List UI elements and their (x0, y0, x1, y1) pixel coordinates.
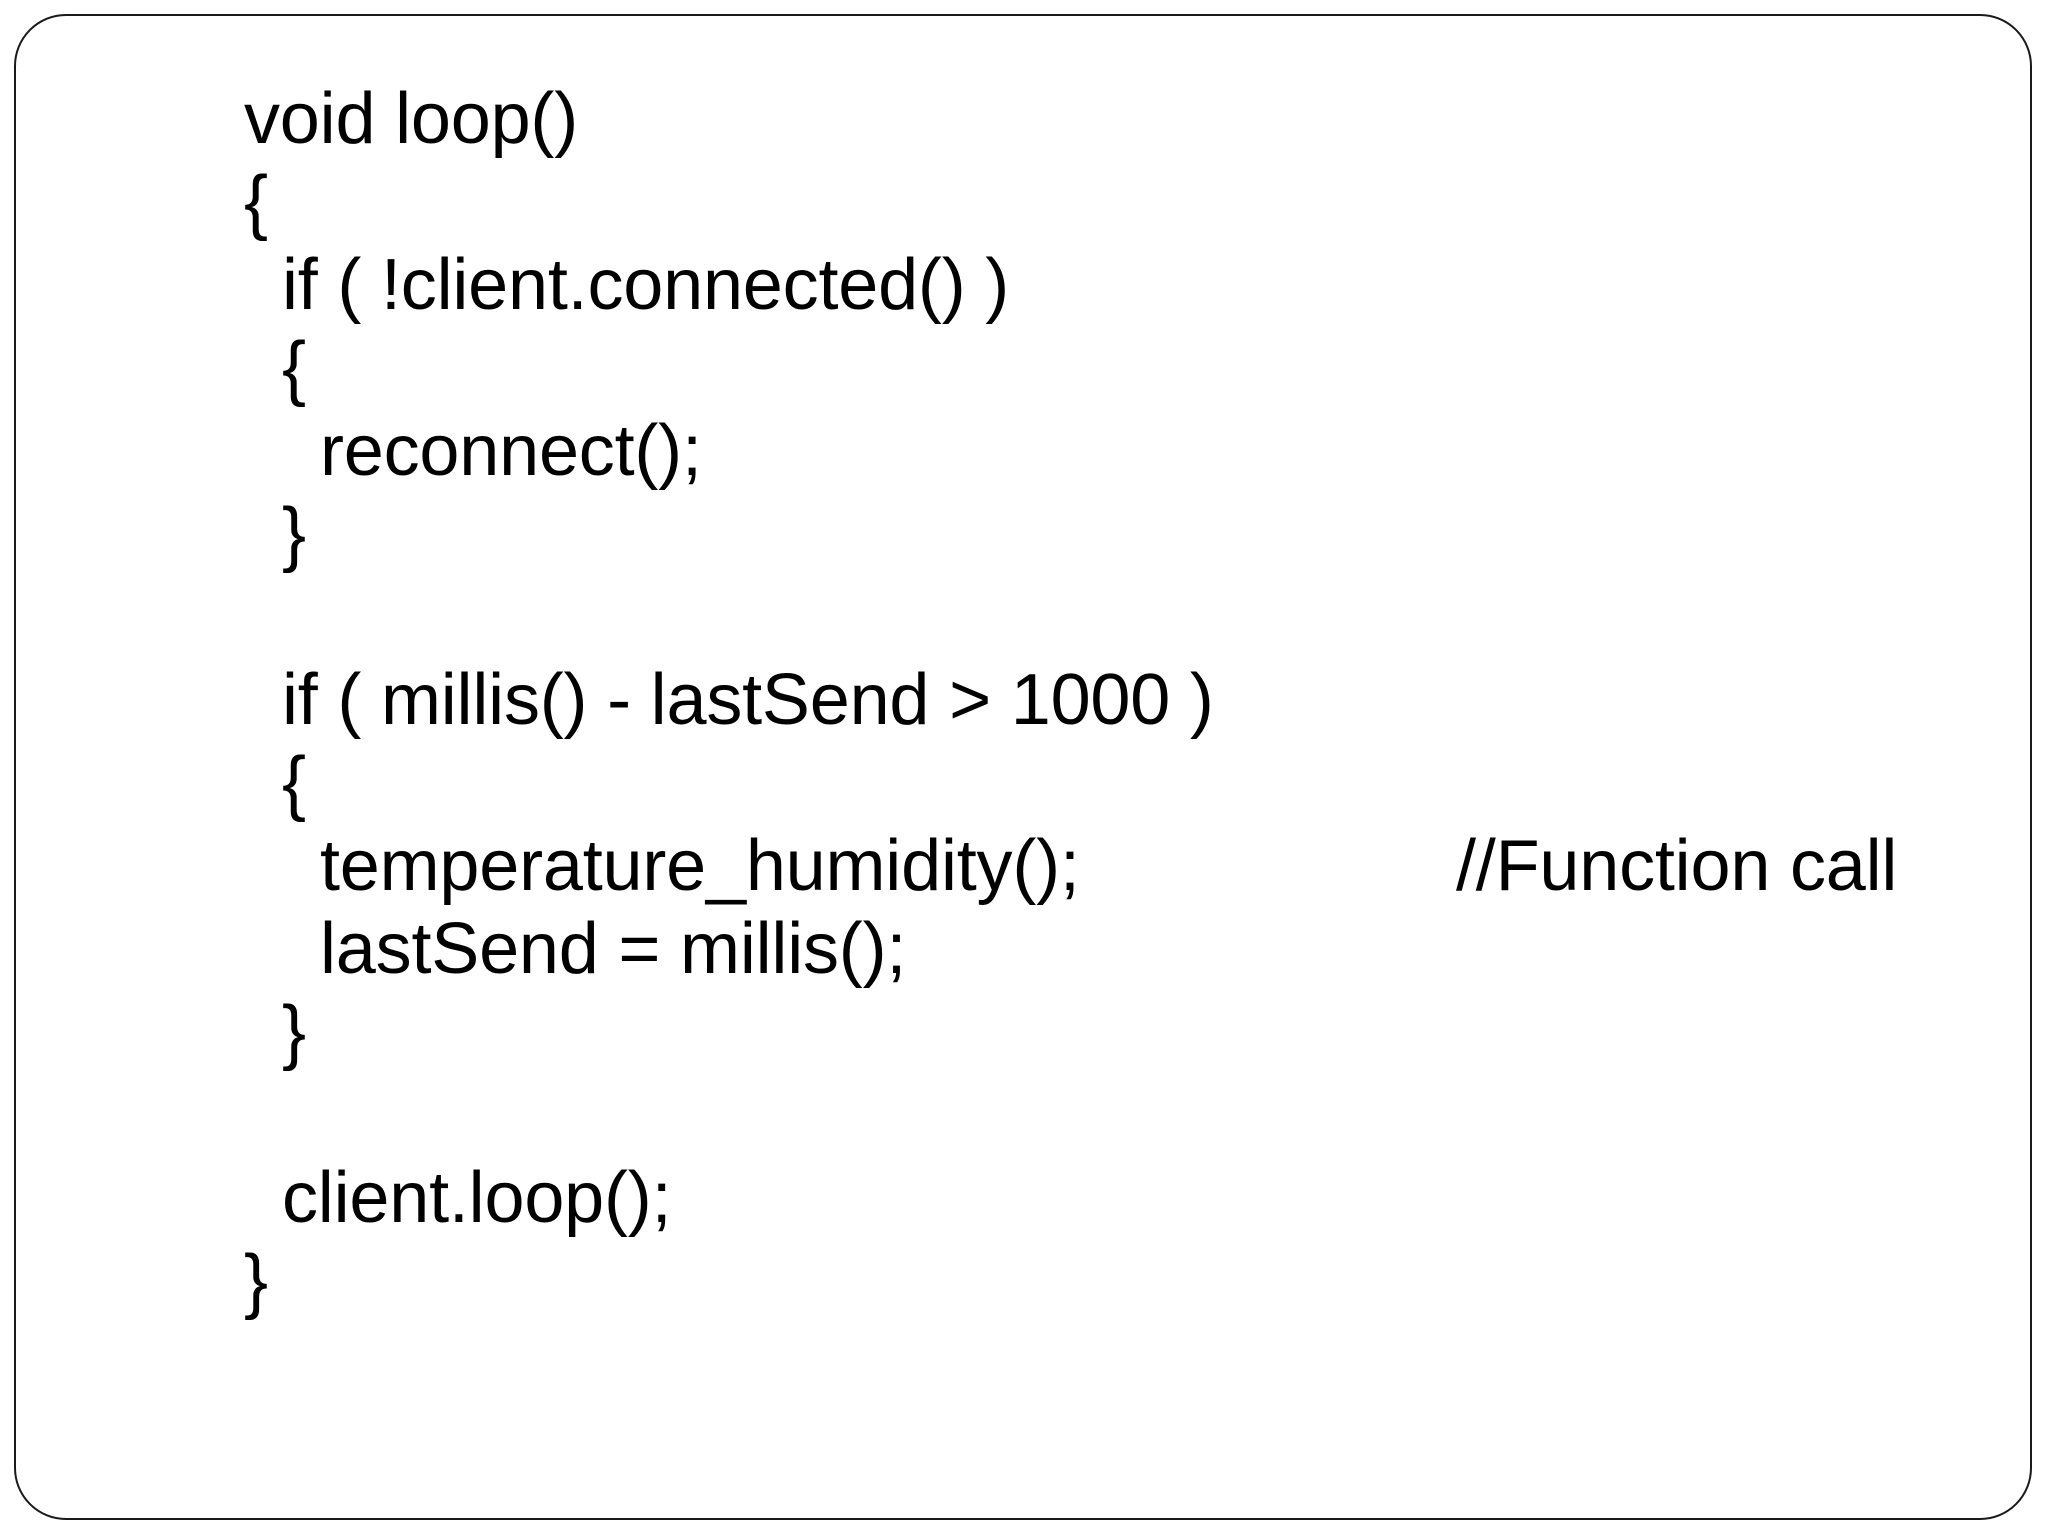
code-line: void loop() (244, 78, 1984, 161)
code-block: void loop(){if ( !client.connected() ){r… (244, 78, 1984, 1323)
code-line: { (244, 742, 1984, 825)
code-line: } (244, 991, 1984, 1074)
code-line-text: lastSend = millis(); (320, 909, 907, 989)
code-line: } (244, 493, 1984, 576)
code-line: } (244, 1240, 1984, 1323)
code-line: if ( millis() - lastSend > 1000 ) (244, 659, 1984, 742)
code-line-text: void loop() (244, 79, 578, 159)
code-blank-line (244, 1074, 1984, 1157)
slide-frame: void loop(){if ( !client.connected() ){r… (14, 14, 2032, 1520)
code-line-text: temperature_humidity(); (320, 826, 1080, 906)
code-line-text: if ( millis() - lastSend > 1000 ) (282, 660, 1214, 740)
code-line-text: client.loop(); (282, 1158, 672, 1238)
code-line-text: { (244, 162, 268, 242)
code-line: { (244, 327, 1984, 410)
code-line: if ( !client.connected() ) (244, 244, 1984, 327)
code-line-text: } (282, 992, 306, 1072)
code-line: temperature_humidity(); //Function call (244, 825, 1984, 908)
code-comment: //Function call (1456, 826, 1898, 906)
code-line-text: { (282, 743, 306, 823)
code-line: { (244, 161, 1984, 244)
code-line: client.loop(); (244, 1157, 1984, 1240)
code-line-text: { (282, 328, 306, 408)
code-blank-line (244, 576, 1984, 659)
code-line: lastSend = millis(); (244, 908, 1984, 991)
code-line-text: reconnect(); (320, 411, 702, 491)
code-line-text: } (244, 1241, 268, 1321)
code-line: reconnect(); (244, 410, 1984, 493)
code-line-text: if ( !client.connected() ) (282, 245, 1010, 325)
code-line-text: } (282, 494, 306, 574)
